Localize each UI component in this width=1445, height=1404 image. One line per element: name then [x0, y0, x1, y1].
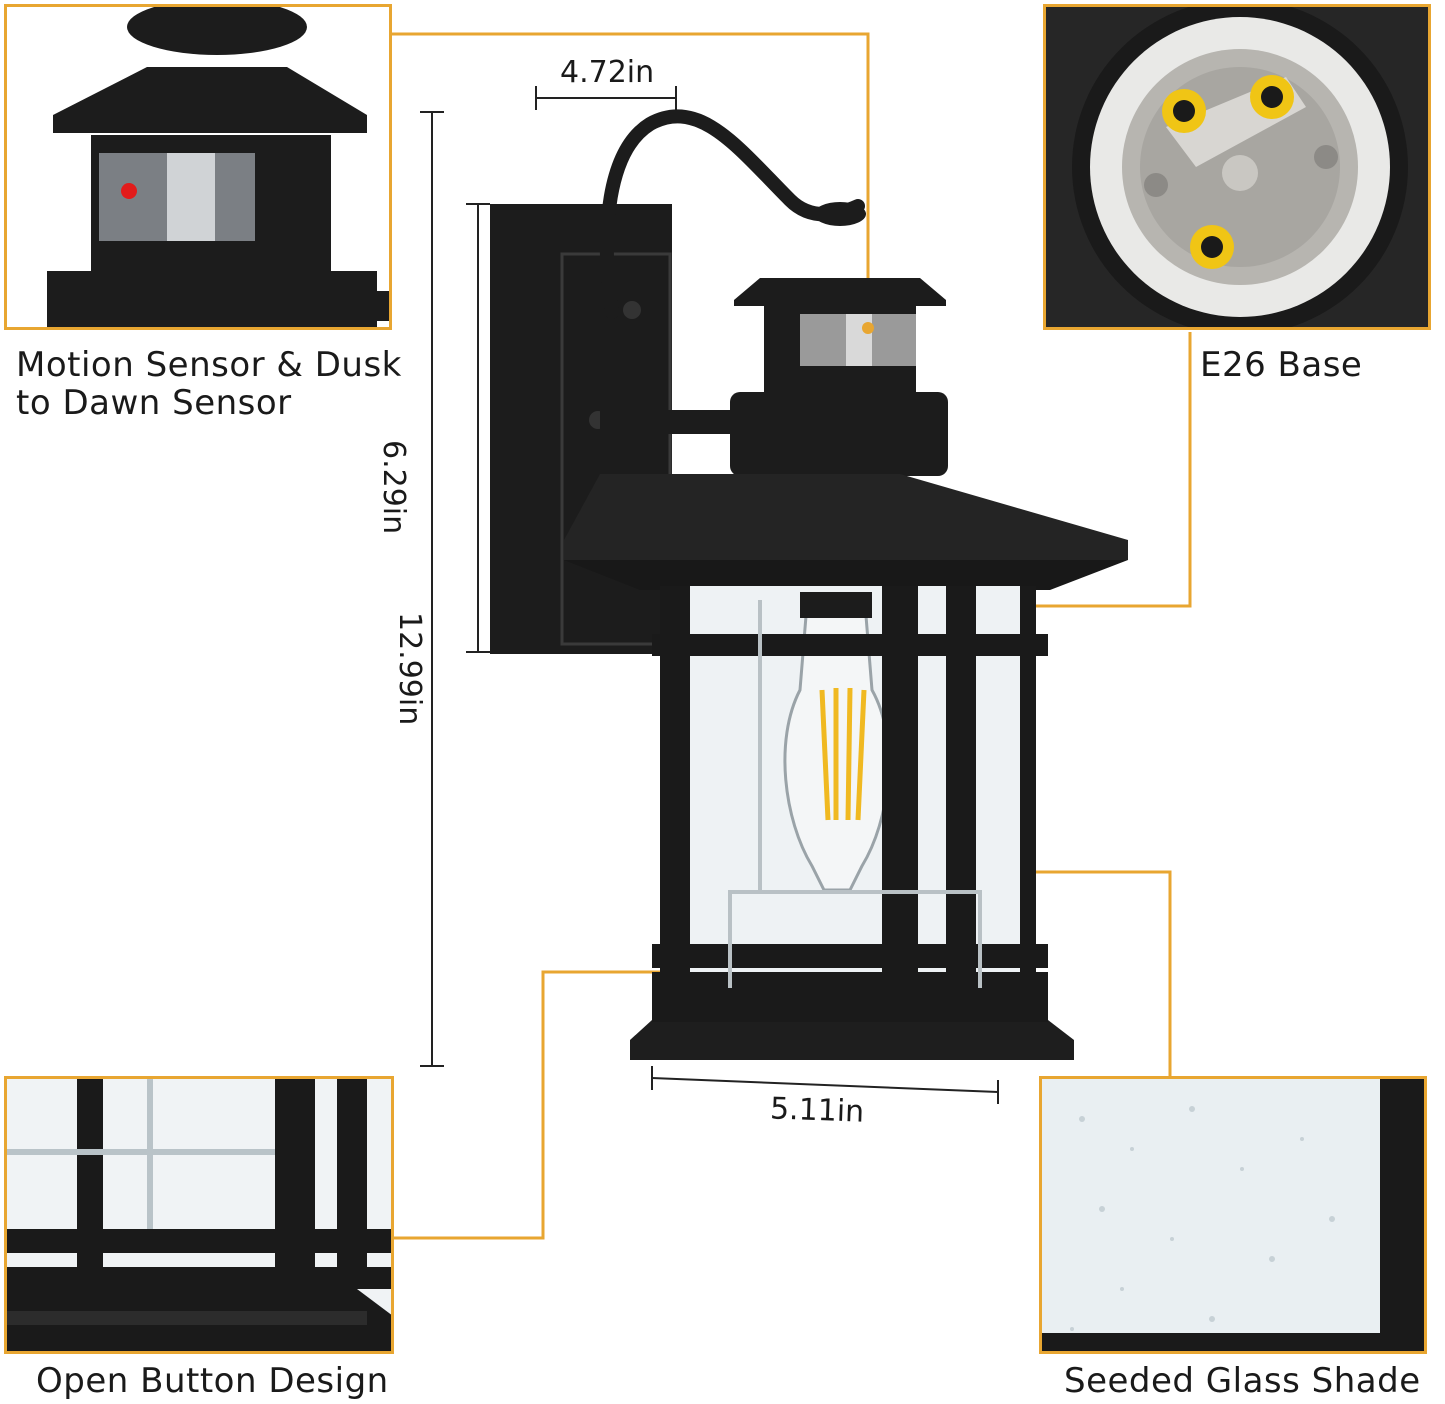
motion-sensor-illustration — [47, 7, 389, 327]
backplate-height-label: 6.29in — [376, 440, 411, 535]
e26-base-inset — [1043, 4, 1431, 330]
bottom-width-label: 5.11in — [769, 1091, 865, 1130]
dimension-lines — [420, 86, 999, 1104]
seeded-glass-illustration — [1042, 1079, 1424, 1351]
top-width-label: 4.72in — [560, 55, 655, 90]
open-button-illustration — [7, 1079, 391, 1351]
e26-base-caption: E26 Base — [1200, 345, 1363, 385]
seeded-glass-inset — [1039, 1076, 1427, 1354]
motion-sensor-caption-line2: to Dawn Sensor — [16, 383, 292, 423]
e26-socket-illustration — [1072, 7, 1408, 327]
seeded-glass-caption: Seeded Glass Shade — [1064, 1361, 1421, 1401]
open-button-inset — [4, 1076, 394, 1354]
motion-sensor-caption: Motion Sensor & Dusk to Dawn Sensor — [16, 346, 416, 422]
total-height-label: 12.99in — [392, 612, 427, 726]
motion-sensor-inset — [4, 4, 392, 330]
motion-sensor-caption-line1: Motion Sensor & Dusk — [16, 345, 402, 385]
open-button-caption: Open Button Design — [36, 1361, 389, 1401]
